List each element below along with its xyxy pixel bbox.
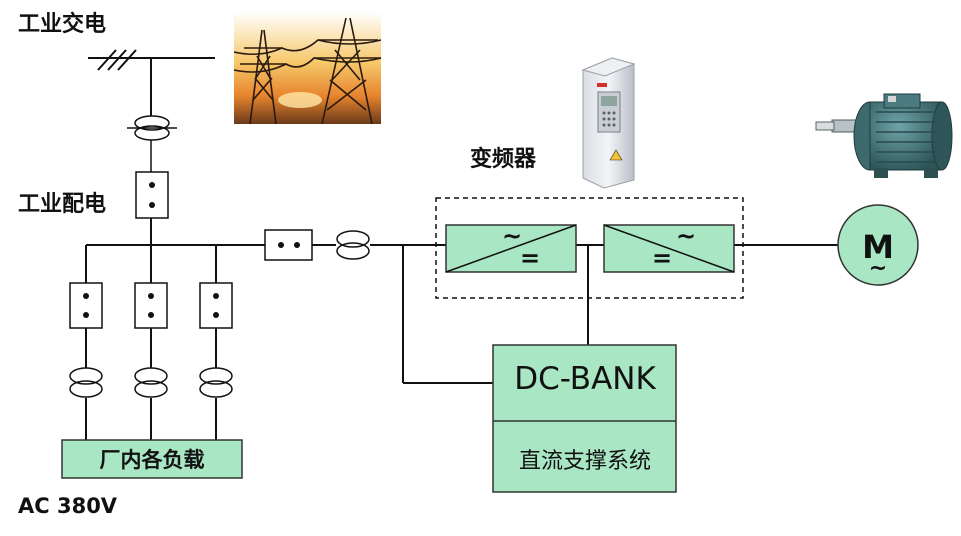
main-transformer-icon bbox=[127, 115, 177, 172]
motor-symbol bbox=[837, 204, 919, 286]
plant-loads-box bbox=[61, 439, 243, 479]
vfd-unit-photo bbox=[581, 57, 636, 189]
dc-bank-connections bbox=[402, 245, 589, 384]
feeder-transformer-1-icon bbox=[69, 367, 103, 398]
power-source-bus bbox=[88, 49, 215, 116]
voltage-label: AC 380V bbox=[18, 494, 118, 518]
industrial-dist-label: 工业配电 bbox=[18, 192, 106, 217]
dc-bank-title: DC-BANK bbox=[514, 361, 656, 397]
vfd-label: 变频器 bbox=[470, 146, 537, 172]
inverter-ac-symbol: ~ bbox=[676, 222, 696, 250]
feeder-transformer-3-icon bbox=[199, 367, 233, 398]
rectifier-ac-symbol: ~ bbox=[502, 222, 522, 250]
feeder-breaker-3 bbox=[199, 282, 233, 329]
motor-tilde: ~ bbox=[869, 256, 887, 281]
distribution-breaker bbox=[135, 171, 169, 245]
electric-motor-photo bbox=[815, 93, 953, 178]
dc-bank-box bbox=[492, 344, 677, 493]
series-breaker bbox=[264, 229, 313, 261]
motor-letter: M bbox=[862, 228, 894, 266]
plant-loads-label: 厂内各负载 bbox=[100, 448, 205, 472]
feeder-breaker-1 bbox=[69, 282, 103, 329]
power-tower-photo bbox=[233, 12, 382, 125]
industrial-ac-label: 工业交电 bbox=[18, 11, 106, 37]
rectifier-block bbox=[445, 224, 577, 273]
inverter-block bbox=[603, 224, 735, 273]
feeder-transformer-2-icon bbox=[134, 367, 168, 398]
feeder-branches bbox=[85, 245, 217, 440]
vfd-enclosure bbox=[435, 197, 744, 299]
inverter-dc-symbol: = bbox=[652, 244, 672, 272]
feeder-breaker-2 bbox=[134, 282, 168, 329]
series-transformer-icon bbox=[336, 230, 370, 260]
rectifier-dc-symbol: = bbox=[520, 244, 540, 272]
dc-bank-subtitle: 直流支撑系统 bbox=[519, 449, 651, 474]
